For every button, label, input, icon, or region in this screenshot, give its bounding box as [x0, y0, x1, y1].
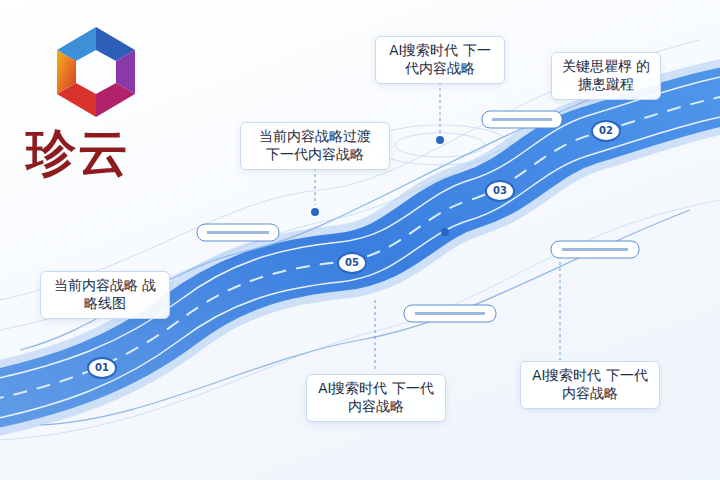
- callout-box: 当前内容战略过渡 下一代内容战略: [240, 122, 390, 169]
- callout-number: 05: [340, 254, 364, 272]
- callout-box: AI搜索时代 下一代内容战略: [375, 36, 505, 83]
- callout-number: 03: [488, 182, 512, 200]
- callout-text: 关键思瞿桴 的搪悤蹴程: [561, 58, 651, 93]
- callout-box: 当前内容战略 战略线图: [40, 271, 170, 318]
- callout-box: 关键思瞿桴 的搪悤蹴程: [551, 52, 661, 99]
- callout-box: AI搜索时代 下一代内容战略: [520, 361, 660, 408]
- callout-box: AI搜索时代 下一代内容战略: [306, 374, 446, 421]
- callout-text: AI搜索时代 下一代内容战略: [316, 380, 436, 415]
- callout-text: 当前内容战略过渡 下一代内容战略: [250, 128, 380, 163]
- callout-text: AI搜索时代 下一代内容战略: [530, 367, 650, 402]
- callout-number: 02: [594, 122, 618, 140]
- callout-text: 当前内容战略 战略线图: [50, 277, 160, 312]
- callout-text: AI搜索时代 下一代内容战略: [385, 42, 495, 77]
- brand-title: 珍云: [26, 128, 130, 178]
- callout-number: 01: [90, 359, 114, 377]
